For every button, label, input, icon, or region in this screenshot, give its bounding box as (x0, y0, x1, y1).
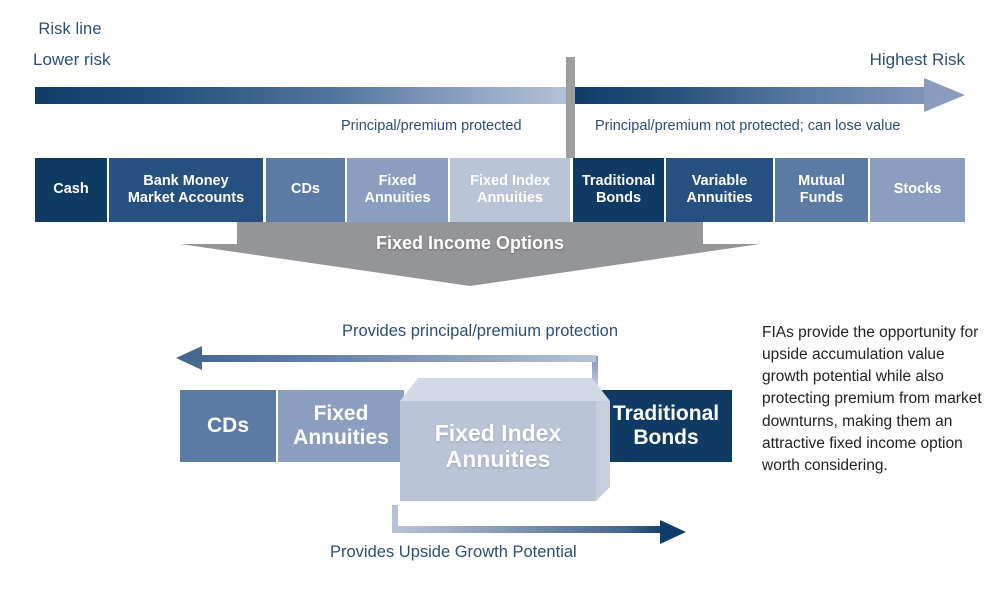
detail-box: CDs (180, 390, 276, 462)
lower-risk-label: Lower risk (33, 50, 111, 69)
fia-description-note: FIAs provide the opportunity for upside … (762, 324, 982, 474)
detail-box-label: CDs (206, 414, 249, 438)
growth-arrow-stem-vertical (392, 505, 398, 533)
principal-not-protected-label: Principal/premium not protected; can los… (595, 118, 901, 134)
spectrum-gradient-left (35, 87, 569, 104)
highest-risk-label: Highest Risk (869, 50, 965, 69)
risk-line-label-text: Risk line (38, 20, 102, 38)
category-box-label: Cash (53, 181, 89, 198)
category-box: CDs (266, 158, 345, 222)
growth-caption: Provides Upside Growth Potential (330, 543, 577, 561)
category-box: Stocks (870, 158, 965, 222)
principal-protected-label: Principal/premium protected (341, 118, 522, 134)
fixed-income-options-arrow (180, 222, 760, 286)
fia-box-front-face (400, 401, 596, 501)
protection-arrow-stem-horizontal (198, 355, 596, 362)
fia-box-top-face (400, 378, 610, 401)
category-box-label: CDs (290, 181, 320, 198)
fixed-income-options-label: Fixed Income Options (375, 233, 565, 253)
category-box-label: Stocks (893, 181, 942, 198)
growth-arrow-right-icon (660, 520, 686, 544)
category-box: Cash (35, 158, 107, 222)
risk-spectrum-arrow (35, 78, 965, 112)
fia-box-side-face (596, 401, 610, 501)
risk-line-divider (566, 57, 575, 158)
protection-arrow-left-icon (176, 346, 202, 370)
spectrum-arrowhead-icon (924, 78, 965, 112)
protection-arrow-stem-vertical (592, 356, 598, 392)
growth-arrow-stem-horizontal (392, 526, 664, 533)
risk-line-label: Risk line (0, 20, 1000, 39)
protection-caption: Provides principal/premium protection (341, 322, 619, 340)
spectrum-gradient-right (573, 87, 928, 104)
